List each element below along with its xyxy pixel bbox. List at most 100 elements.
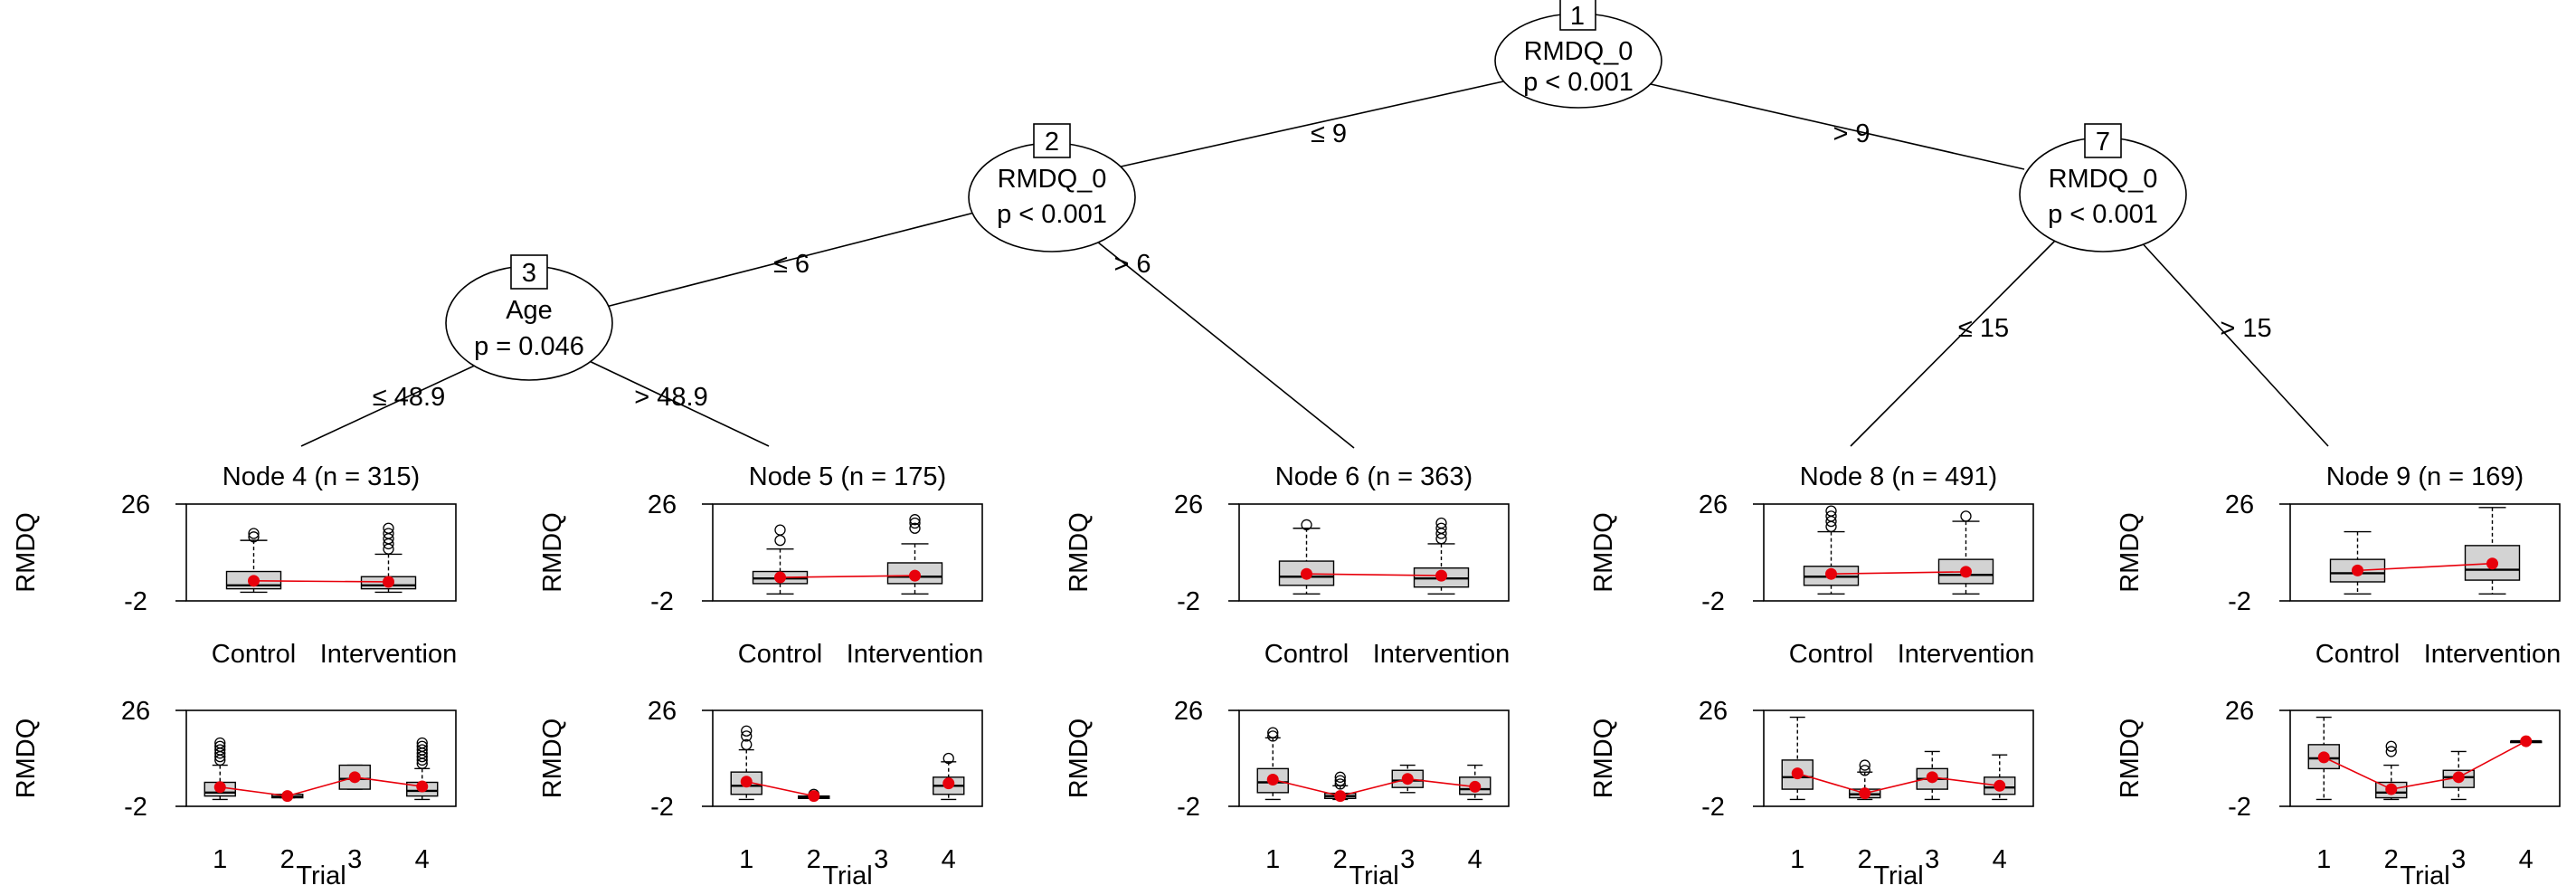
mean-line [2323, 757, 2392, 790]
y-tick-label: 26 [2225, 697, 2254, 726]
mean-line [220, 786, 288, 797]
edge-3-4 [300, 351, 505, 447]
outlier-point [1435, 522, 1447, 534]
y-tick-label: -2 [2228, 793, 2251, 822]
mean-point [774, 571, 786, 584]
mean-point [213, 781, 226, 794]
plot-frame [1763, 503, 2034, 602]
outlier-point [942, 752, 954, 765]
box [933, 752, 965, 801]
x-axis-label: Trial [822, 862, 872, 890]
plot-frame [2289, 503, 2561, 602]
x-axis-label: Trial [296, 862, 346, 890]
mean-line [1797, 772, 1865, 795]
x-tick-label: Control [738, 640, 823, 669]
box [1803, 505, 1860, 595]
x-tick-label: 1 [1265, 845, 1280, 874]
plot-frame [712, 503, 983, 602]
mean-point [2385, 783, 2398, 795]
node-variable: RMDQ_0 [1524, 37, 1634, 66]
y-axis-label: RMDQ [2116, 512, 2145, 593]
node-id-box [1033, 123, 1071, 158]
terminal-node-title: Node 8 (n = 491) [1800, 462, 1997, 491]
y-tick-label: -2 [1177, 587, 1200, 616]
mean-line [253, 580, 389, 583]
mean-point [909, 569, 921, 582]
edge-label-7-9: > 15 [2220, 314, 2271, 343]
mean-point [416, 780, 429, 793]
x-axis-label: Trial [1349, 862, 1398, 890]
x-tick-label: Intervention [1373, 640, 1511, 669]
edge-label-2-6: > 6 [1113, 250, 1151, 279]
y-tick-label: -2 [650, 793, 674, 822]
tree-node-2: 2 RMDQ_0 p < 0.001 [968, 123, 1136, 252]
mean-line [1340, 777, 1408, 797]
outlier-point [248, 528, 260, 539]
outlier-point [1825, 510, 1837, 522]
outlier-point [214, 737, 226, 749]
x-tick-label: 1 [213, 845, 227, 874]
x-tick-label: 4 [1993, 845, 2007, 874]
mean-point [808, 790, 820, 803]
x-tick-label: 2 [1858, 845, 1872, 874]
y-tick-label: 26 [648, 490, 677, 519]
outlier-point [909, 514, 921, 526]
x-tick-label: Control [1264, 640, 1350, 669]
x-tick-label: Intervention [847, 640, 984, 669]
outlier-point [2385, 740, 2397, 752]
x-tick-label: 4 [2519, 845, 2533, 874]
x-tick-label: 3 [2451, 845, 2466, 874]
outlier-point [416, 744, 428, 756]
y-axis-label: RMDQ [1065, 512, 1094, 593]
y-axis-label: RMDQ [1589, 719, 1618, 799]
x-tick-label: 2 [2384, 845, 2399, 874]
mean-point [2317, 751, 2330, 764]
mean-point [1334, 790, 1347, 803]
node-variable: Age [506, 296, 553, 325]
edge-2-6 [1096, 241, 1355, 449]
outlier-point [774, 534, 786, 547]
mean-point [2520, 735, 2533, 747]
node-id-box [1559, 0, 1596, 31]
tree-node-1: 1 RMDQ_0 p < 0.001 [1494, 0, 1662, 109]
node-p-value: p < 0.001 [2048, 200, 2158, 229]
mean-point [1825, 567, 1837, 580]
box [1256, 727, 1289, 801]
mean-point [1791, 767, 1804, 780]
outlier-point [741, 738, 753, 751]
box [886, 514, 943, 595]
edge-7-9 [2138, 239, 2329, 447]
box [1937, 510, 1994, 595]
mean-line [2458, 740, 2527, 778]
terminal-node-title: Node 6 (n = 363) [1275, 462, 1473, 491]
plot-frame [1238, 709, 1510, 807]
y-axis-label: RMDQ [12, 719, 41, 799]
node-p-value: p < 0.001 [1523, 68, 1634, 97]
x-tick-label: 3 [1925, 845, 1939, 874]
edge-1-2 [1116, 81, 1504, 168]
mean-point [248, 575, 260, 587]
y-tick-label: 26 [1174, 697, 1203, 726]
node-id: 7 [2096, 128, 2110, 157]
edge-label-2-3: ≤ 6 [773, 250, 810, 279]
outlier-point [214, 740, 226, 752]
outlier-point [1301, 519, 1312, 531]
outlier-point [774, 524, 786, 536]
outlier-point [214, 744, 226, 756]
outlier-point [1825, 505, 1837, 517]
tree-node-7: 7 RMDQ_0 p < 0.001 [2019, 123, 2187, 252]
terminal-node-title: Node 9 (n = 169) [2326, 462, 2524, 491]
y-axis-label: RMDQ [2116, 719, 2145, 799]
plot-frame [2289, 709, 2561, 807]
x-tick-label: Control [212, 640, 297, 669]
outlier-point [1960, 510, 1972, 522]
mean-point [281, 790, 294, 803]
y-tick-label: -2 [650, 587, 674, 616]
